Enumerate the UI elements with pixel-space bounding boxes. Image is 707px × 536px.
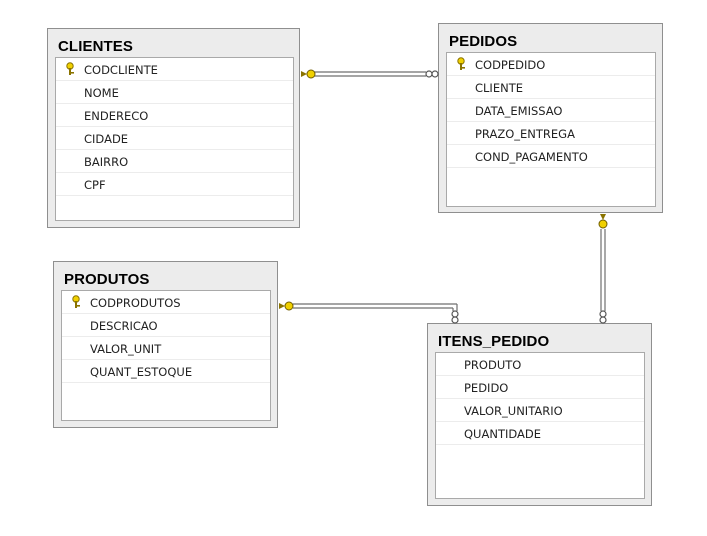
key-icon [66,62,74,75]
table-itens-pedido[interactable]: ITENS_PEDIDO PRODUTO PEDIDO VALOR_UNITAR… [427,323,652,506]
field-name: PEDIDO [464,381,509,395]
table-produtos[interactable]: PRODUTOS CODPRODUTOS DESCRICAO VALOR_UNI… [53,261,278,428]
field-name: QUANT_ESTOQUE [90,365,193,379]
field-name: BAIRRO [84,155,129,169]
field-list: PRODUTO PEDIDO VALOR_UNITARIO QUANTIDADE [435,352,645,499]
field-list: CODPEDIDO CLIENTE DATA_EMISSAO PRAZO_ENT… [446,52,656,207]
key-end-icon [279,301,294,311]
field-name: PRODUTO [464,358,522,372]
field-name: QUANTIDADE [464,427,541,441]
field-name: DATA_EMISSAO [475,104,563,118]
field-name: CODCLIENTE [84,63,158,77]
table-pedidos[interactable]: PEDIDOS CODPEDIDO CLIENTE DATA_EMISSAO P… [438,23,663,213]
field-list: CODPRODUTOS DESCRICAO VALOR_UNIT QUANT_E… [61,290,271,421]
key-end-icon [301,69,316,79]
field-name: VALOR_UNITARIO [464,404,563,418]
field-name: NOME [84,86,119,100]
field-row[interactable]: CODCLIENTE [56,58,293,81]
field-row[interactable]: CIDADE [56,127,293,150]
field-row[interactable]: QUANT_ESTOQUE [62,360,270,383]
infinity-icon [599,310,607,324]
table-title: PEDIDOS [449,33,518,50]
field-row[interactable]: CLIENTE [447,76,655,99]
field-name: CIDADE [84,132,129,146]
field-name: VALOR_UNIT [90,342,162,356]
relationship-produtos-itens[interactable] [279,301,459,324]
infinity-icon [451,310,459,324]
field-row[interactable]: PRAZO_ENTREGA [447,122,655,145]
field-row[interactable]: VALOR_UNIT [62,337,270,360]
table-title: CLIENTES [58,38,133,55]
field-row[interactable]: BAIRRO [56,150,293,173]
field-row[interactable]: CPF [56,173,293,196]
field-name: PRAZO_ENTREGA [475,127,575,141]
field-row[interactable]: VALOR_UNITARIO [436,399,644,422]
key-end-icon [598,214,608,229]
field-name: ENDERECO [84,109,149,123]
field-row[interactable]: CODPRODUTOS [62,291,270,314]
relationship-clientes-pedidos[interactable] [301,69,439,79]
field-row[interactable]: CODPEDIDO [447,53,655,76]
field-list: CODCLIENTE NOME ENDERECO CIDADE BAIRRO C… [55,57,294,221]
field-name: CODPRODUTOS [90,296,181,310]
table-title: ITENS_PEDIDO [438,333,550,350]
field-name: CPF [84,178,106,192]
infinity-icon [425,70,439,78]
field-name: CODPEDIDO [475,58,546,72]
relationship-pedidos-itens[interactable] [598,214,608,324]
field-row[interactable]: COND_PAGAMENTO [447,145,655,168]
field-row[interactable]: NOME [56,81,293,104]
field-row[interactable]: ENDERECO [56,104,293,127]
key-icon [72,295,80,308]
key-icon [457,57,465,70]
field-name: DESCRICAO [90,319,158,333]
table-title: PRODUTOS [64,271,150,288]
table-clientes[interactable]: CLIENTES CODCLIENTE NOME ENDERECO CIDADE… [47,28,300,228]
field-row[interactable]: PRODUTO [436,353,644,376]
field-row[interactable]: DESCRICAO [62,314,270,337]
field-row[interactable]: PEDIDO [436,376,644,399]
field-name: CLIENTE [475,81,523,95]
field-row[interactable]: QUANTIDADE [436,422,644,445]
field-row[interactable]: DATA_EMISSAO [447,99,655,122]
field-name: COND_PAGAMENTO [475,150,588,164]
